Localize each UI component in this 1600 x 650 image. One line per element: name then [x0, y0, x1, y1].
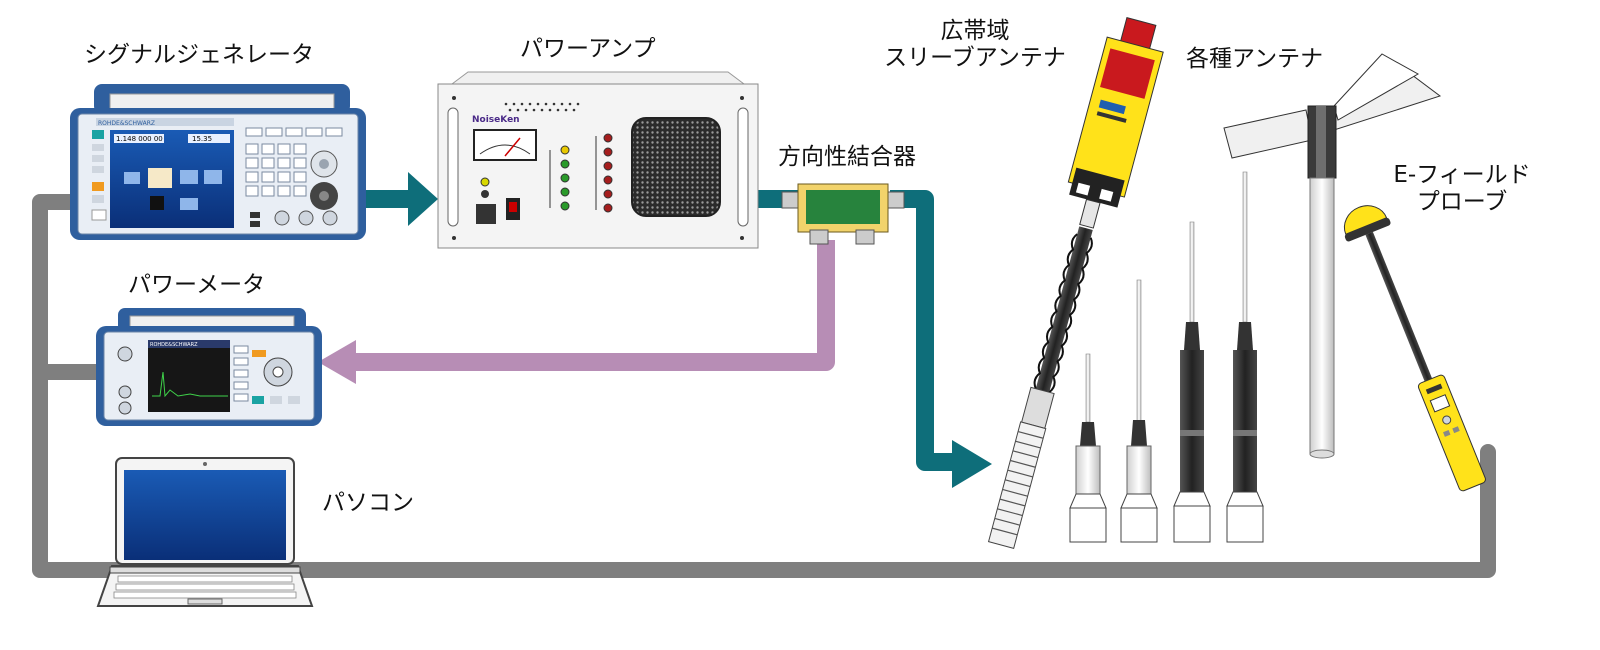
efield-probe — [1343, 205, 1486, 492]
label-power-meter: パワーメータ — [128, 272, 266, 298]
monopole-antenna-1 — [1069, 353, 1107, 543]
power-meter-screen — [148, 340, 230, 412]
rf-signal-arrow-sg-to-amp — [360, 172, 438, 226]
coupler-output-arrow-to-power-meter — [318, 240, 835, 384]
directional-coupler — [781, 183, 905, 245]
label-broadband-antenna: 広帯域 スリーブアンテナ — [880, 18, 1070, 72]
rf-signal-path-to-antenna — [758, 190, 992, 488]
laptop-pc — [96, 457, 314, 607]
label-various-antennas: 各種アンテナ — [1186, 46, 1324, 72]
amp-vent-dots — [504, 102, 580, 112]
label-signal-generator: シグナルジェネレータ — [84, 42, 314, 68]
label-efield-probe: E-フィールド プローブ — [1384, 162, 1540, 216]
label-efield-probe-line1: E-フィールド — [1393, 162, 1531, 188]
power-meter: ROHDE&SCHWARZ — [96, 308, 322, 426]
label-efield-probe-line2: プローブ — [1416, 189, 1508, 215]
sg-brand: ROHDE&SCHWARZ — [98, 120, 155, 127]
amp-fan-grille — [631, 117, 721, 217]
amp-power-switch — [476, 204, 496, 224]
amp-brand: NoiseKen — [472, 115, 520, 125]
pm-buttons — [233, 345, 249, 402]
control-cable — [32, 194, 1496, 578]
discone-antenna — [1223, 53, 1442, 459]
power-amplifier: NoiseKen — [437, 71, 759, 249]
label-power-amplifier: パワーアンプ — [520, 36, 656, 62]
sg-frequency: 1.148 000 00 — [116, 135, 163, 143]
signal-generator: ROHDE&SCHWARZ 1.148 000 00 15.35 — [70, 84, 366, 240]
sg-keypad — [245, 127, 343, 197]
monopole-antenna-2 — [1120, 279, 1158, 543]
laptop-keyboard — [113, 575, 297, 599]
sg-level: 15.35 — [192, 135, 212, 143]
label-directional-coupler: 方向性結合器 — [778, 144, 916, 170]
broadband-sleeve-antenna — [987, 16, 1164, 549]
laptop-screen — [124, 470, 286, 560]
label-pc: パソコン — [322, 490, 414, 516]
label-broadband-antenna-line1: 広帯域 — [940, 18, 1010, 44]
monopole-antenna-4 — [1226, 171, 1264, 543]
label-broadband-antenna-line2: スリーブアンテナ — [884, 45, 1066, 71]
amp-status-leds — [549, 133, 613, 213]
sg-left-keys — [91, 130, 107, 221]
monopole-antenna-3 — [1173, 221, 1211, 543]
pm-brand: ROHDE&SCHWARZ — [150, 342, 198, 348]
